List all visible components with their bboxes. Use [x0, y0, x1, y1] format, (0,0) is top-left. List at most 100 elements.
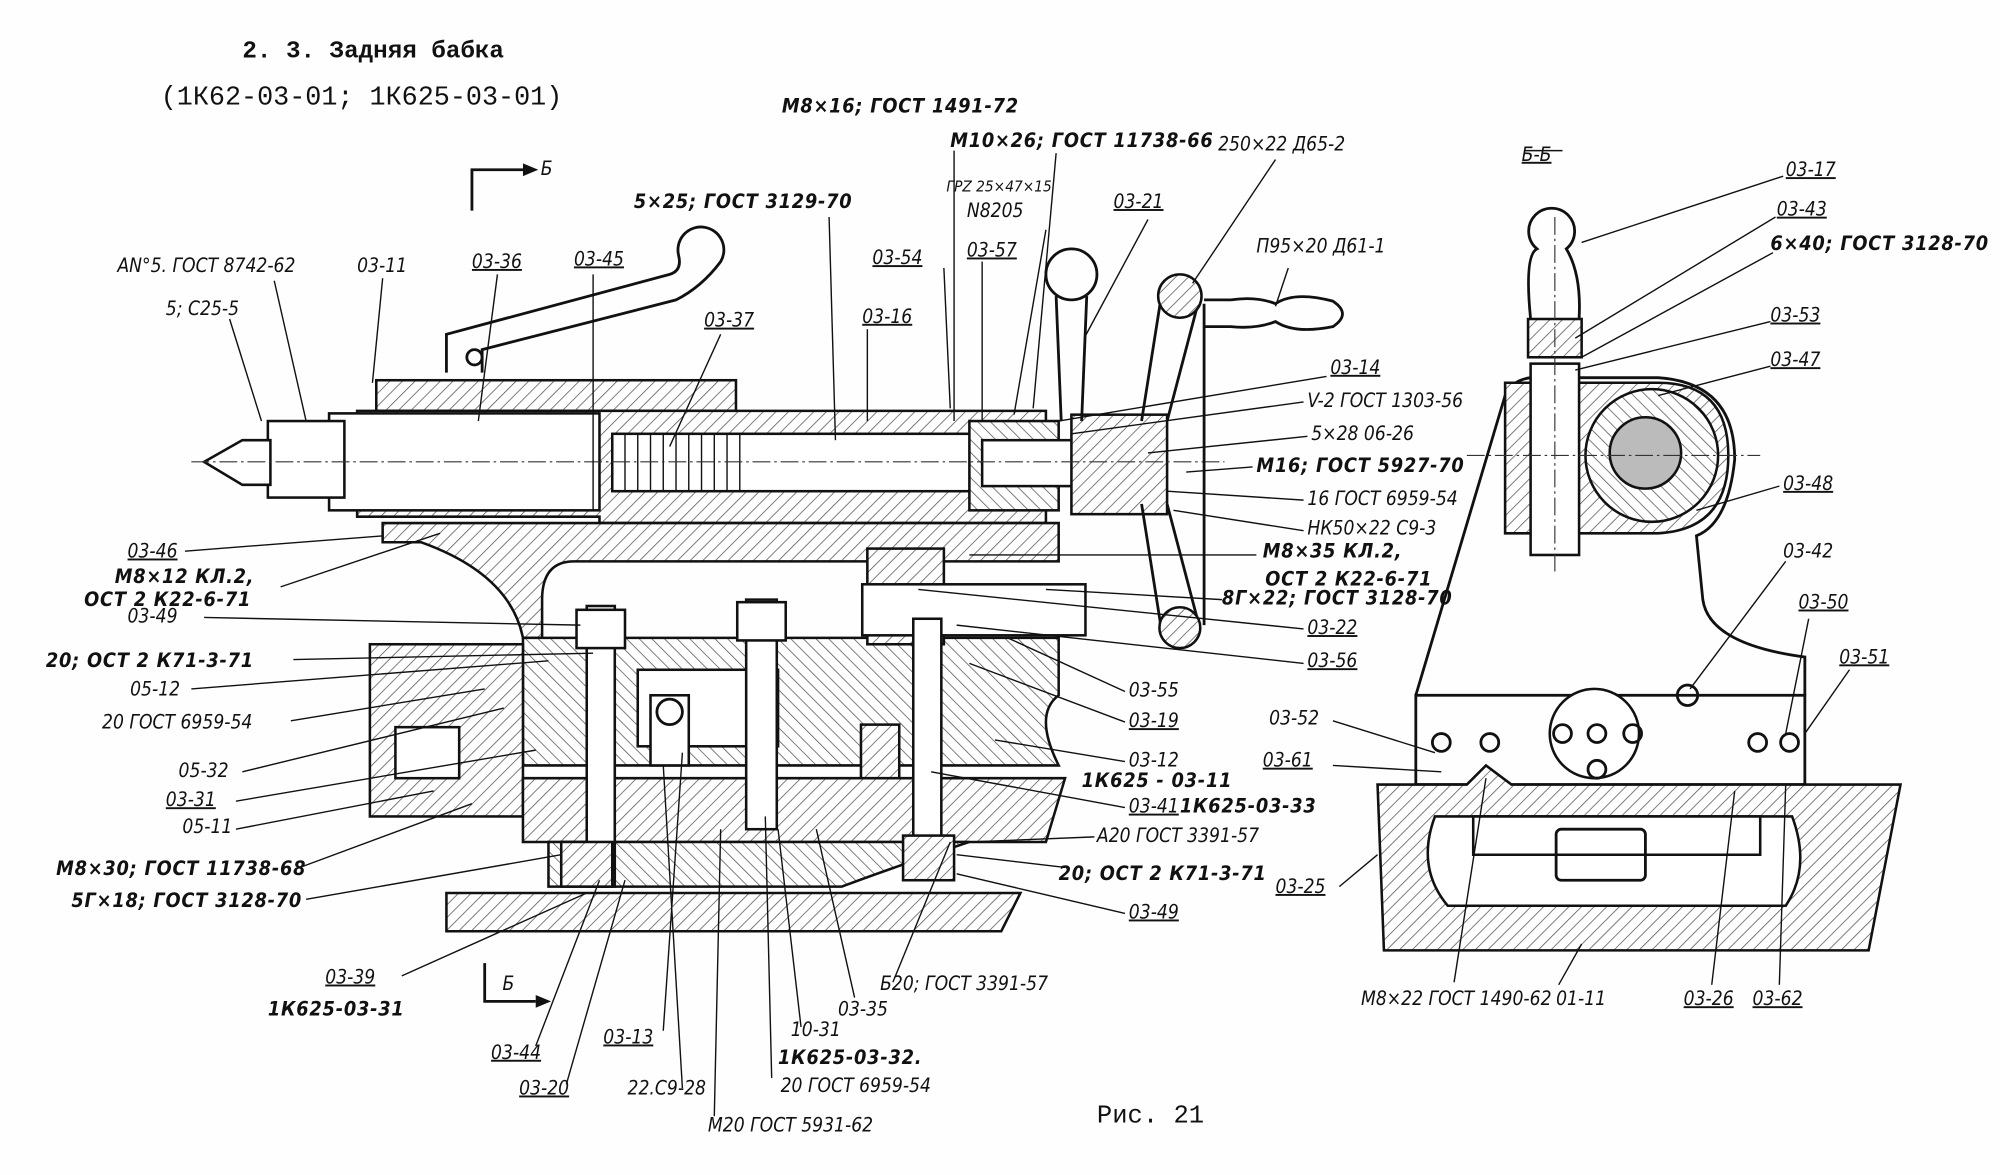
part-label: 03-21 [1114, 190, 1164, 213]
part-label: 03-57 [967, 239, 1017, 262]
part-label: А20 ГОСТ 3391-57 [1096, 824, 1259, 847]
section-title: 2. 3. Задняя бабка [242, 39, 504, 66]
handwheel-rim-top [1156, 273, 1203, 320]
part-label: НК50×22 С9-3 [1307, 517, 1436, 540]
leader-lines [184, 150, 1851, 1117]
part-label: М8×22 ГОСТ 1490-62 [1361, 987, 1552, 1010]
part-label: 5; С25-5 [166, 297, 239, 320]
part-label: 03-49 [128, 605, 178, 628]
part-label: 16 ГОСТ 6959-54 [1307, 487, 1457, 510]
section-mark-top: Б [541, 157, 553, 180]
handwheel-rim-bottom [1158, 605, 1202, 650]
clamp-plate [547, 840, 970, 888]
part-label: 8Г×22; ГОСТ 3128-70 [1222, 587, 1453, 610]
part-label: 03-25 [1276, 875, 1326, 898]
section-view-title: Б-Б [1522, 143, 1552, 166]
part-label: 03-31 [166, 788, 216, 811]
part-label: 03-36 [472, 250, 522, 273]
part-label: 03-43 [1777, 198, 1827, 221]
model-numbers: (1К62-03-01; 1К625-03-01) [161, 84, 563, 114]
handwheel-handle [1204, 295, 1344, 331]
part-label: 03-39 [325, 966, 375, 989]
part-label: 03-19 [1129, 709, 1179, 732]
part-label: 20 ГОСТ 6959-54 [102, 710, 252, 733]
part-label: 05-32 [179, 759, 229, 782]
longitudinal-section-view: Б [191, 157, 1344, 1008]
part-label: 03-62 [1753, 987, 1803, 1010]
part-label: 22.С9-28 [628, 1077, 706, 1100]
part-label: 03-42 [1783, 540, 1833, 563]
part-label: 03-11 [357, 254, 407, 277]
part-label: 03-44 [491, 1041, 541, 1064]
part-label: 03-51 [1839, 645, 1889, 668]
part-label: 03-14 [1330, 356, 1380, 379]
part-label: 03-61 [1263, 749, 1313, 772]
part-label: М10×26; ГОСТ 11738-66 [950, 129, 1213, 152]
part-label: Б20; ГОСТ 3391-57 [880, 972, 1048, 995]
part-label: 1К625-03-33 [1180, 795, 1317, 818]
part-label: 03-52 [1269, 707, 1319, 730]
center-point [201, 438, 272, 487]
part-label: М8×35 КЛ.2, [1263, 540, 1403, 563]
section-mark-bottom: Б [503, 972, 515, 995]
part-label: 03-47 [1770, 348, 1820, 371]
part-label: 1К625-03-31 [268, 997, 405, 1020]
cross-section-view-b-b [1376, 149, 1903, 952]
part-label: 03-35 [838, 997, 888, 1020]
part-label: 03-55 [1129, 679, 1179, 702]
part-label: 03-50 [1798, 591, 1848, 614]
part-label: V-2 ГОСТ 1303-56 [1307, 389, 1463, 412]
part-label: 03-54 [872, 246, 922, 269]
figure-caption: Рис. 21 [1097, 1102, 1204, 1131]
part-label: 6×40; ГОСТ 3128-70 [1770, 232, 1989, 255]
part-label: 03-56 [1307, 649, 1357, 672]
part-label: 03-41 [1129, 795, 1179, 818]
part-label: 03-45 [574, 247, 624, 270]
part-label: АN°5. ГОСТ 8742-62 [116, 254, 295, 277]
part-label: 250×22 Д65-2 [1218, 133, 1345, 156]
part-label: М8×16; ГОСТ 1491-72 [782, 94, 1019, 117]
part-label: 5×28 06-26 [1311, 422, 1414, 445]
part-label: 01-11 [1556, 987, 1606, 1010]
part-label: N8205 [967, 199, 1024, 222]
clamp-lever [445, 225, 726, 373]
top-plate [375, 378, 738, 413]
eccentric-disc [1548, 687, 1641, 780]
part-label: 03-20 [519, 1077, 569, 1100]
section-arrow-bottom [483, 963, 536, 1003]
part-label: ОСТ 2 К22-6-71 [1265, 568, 1432, 591]
part-label: 1К625 - 03-11 [1082, 769, 1233, 792]
screw [610, 432, 997, 493]
part-label: 5×25; ГОСТ 3129-70 [634, 190, 853, 213]
part-label: 03-13 [603, 1025, 653, 1048]
part-label: 03-17 [1786, 158, 1836, 181]
part-label: 03-37 [704, 309, 754, 332]
part-label: П95×20 Д61-1 [1256, 235, 1385, 258]
part-label: М8×12 КЛ.2, [115, 565, 255, 588]
lever-knob [1527, 206, 1581, 320]
part-label: М8×30; ГОСТ 11738-68 [56, 857, 306, 880]
part-label: 20 ГОСТ 6959-54 [781, 1074, 931, 1097]
part-label: 03-12 [1129, 749, 1179, 772]
part-label: М20 ГОСТ 5931-62 [708, 1114, 873, 1137]
base-plate [445, 891, 1023, 933]
part-label: ОСТ 2 К22-6-71 [84, 588, 251, 611]
part-label: 03-46 [128, 540, 178, 563]
part-label: 5Г×18; ГОСТ 3128-70 [71, 889, 302, 912]
part-label: 20; ОСТ 2 К71-3-71 [46, 649, 254, 672]
section-arrow-top [470, 168, 523, 211]
part-label: 03-16 [862, 305, 912, 328]
part-label: 1К625-03-32. [778, 1046, 922, 1069]
part-label: 05-12 [130, 677, 180, 700]
part-label: 03-26 [1684, 987, 1734, 1010]
part-label: 03-22 [1307, 616, 1357, 639]
part-label: 03-49 [1129, 900, 1179, 923]
part-label: М16; ГОСТ 5927-70 [1256, 454, 1464, 477]
part-label: 03-53 [1770, 304, 1820, 327]
part-label: 20; ОСТ 2 К71-3-71 [1059, 862, 1267, 885]
part-label: 10-31 [791, 1018, 841, 1041]
part-label: 05-11 [182, 815, 232, 838]
part-labels: М8×16; ГОСТ 1491-72 М10×26; ГОСТ 11738-6… [46, 94, 1989, 1137]
